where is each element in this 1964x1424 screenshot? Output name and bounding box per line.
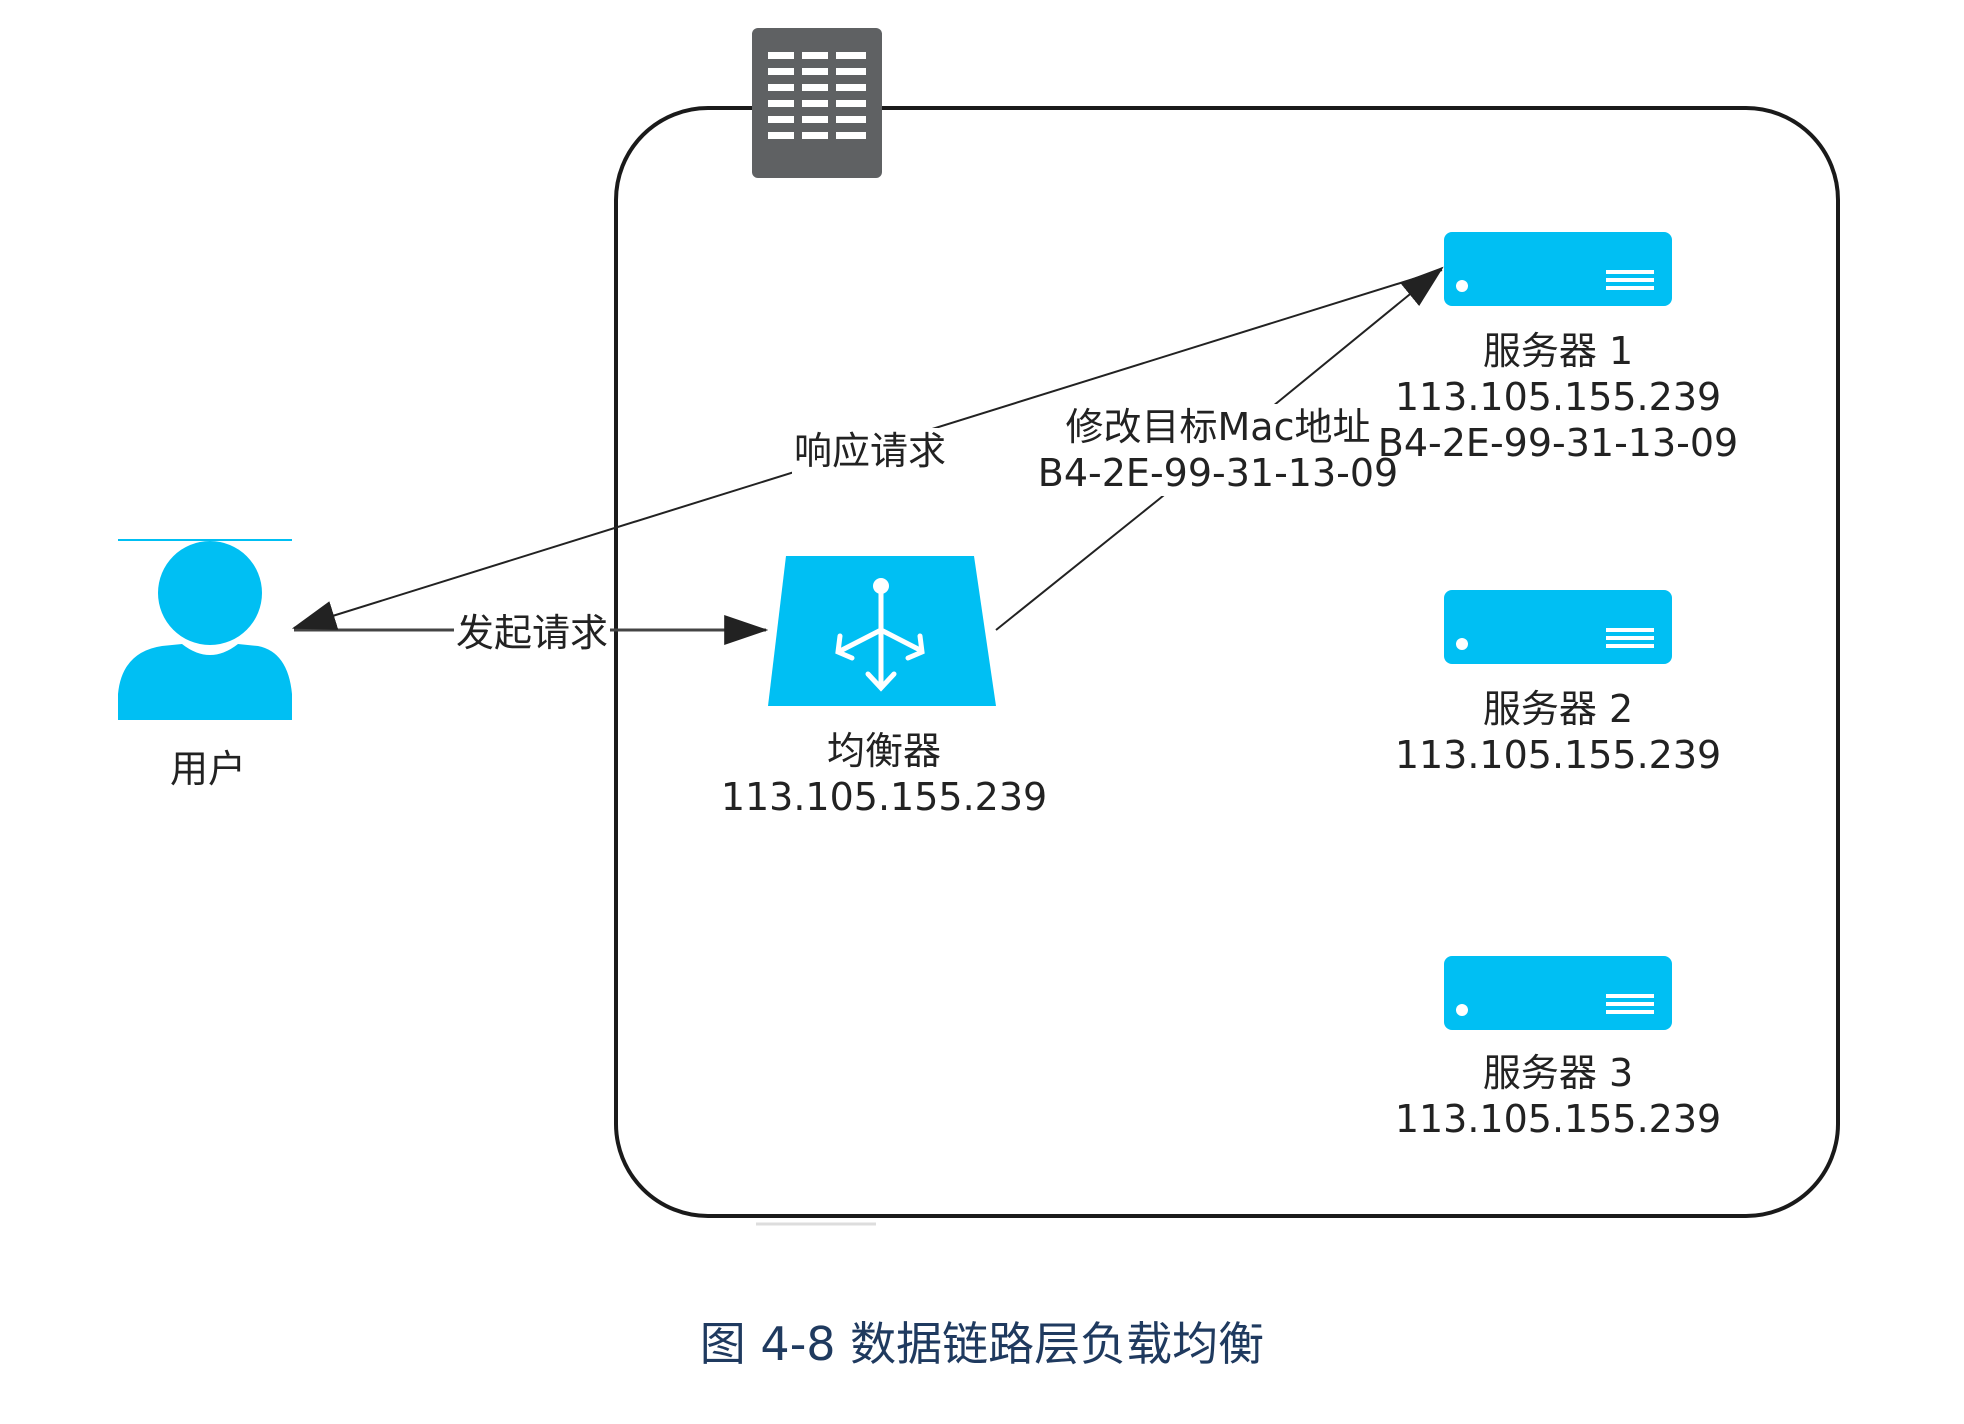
response-edge-label: 响应请求 xyxy=(791,428,949,474)
server-icon xyxy=(1444,590,1672,664)
rewrite-edge-label: 修改目标Mac地址 B4-2E-99-31-13-09 xyxy=(1035,404,1401,496)
server-3-name: 服务器 3 xyxy=(1482,1051,1634,1095)
balancer-label: 均衡器 113.105.155.239 xyxy=(721,728,1047,820)
server-2-label: 服务器 2 113.105.155.239 xyxy=(1395,686,1721,778)
server-icon xyxy=(1444,956,1672,1030)
server-2-name: 服务器 2 xyxy=(1482,687,1634,731)
rewrite-edge xyxy=(995,266,1444,631)
rewrite-edge-label-line2: B4-2E-99-31-13-09 xyxy=(1037,451,1399,495)
building-icon xyxy=(752,28,882,178)
server-1-mac: B4-2E-99-31-13-09 xyxy=(1377,421,1739,465)
server-3-label: 服务器 3 113.105.155.239 xyxy=(1395,1050,1721,1142)
figure-caption: 图 4-8 数据链路层负载均衡 xyxy=(699,1317,1265,1371)
rewrite-edge-label-line1: 修改目标Mac地址 xyxy=(1065,405,1371,449)
datacenter-boundary xyxy=(614,106,1840,1218)
balancer-ip: 113.105.155.239 xyxy=(720,775,1048,819)
server-3-ip: 113.105.155.239 xyxy=(1394,1097,1722,1141)
server-icon xyxy=(1444,232,1672,306)
server-1-ip: 113.105.155.239 xyxy=(1394,375,1722,419)
user-label: 用户 xyxy=(169,747,247,791)
server-1-name: 服务器 1 xyxy=(1482,329,1634,373)
server-2-ip: 113.105.155.239 xyxy=(1394,733,1722,777)
server-1-label: 服务器 1 113.105.155.239 B4-2E-99-31-13-09 xyxy=(1378,328,1738,466)
balancer-name: 均衡器 xyxy=(826,729,942,773)
request-edge-label: 发起请求 xyxy=(453,610,611,656)
user-icon xyxy=(118,539,292,720)
load-balancer-icon xyxy=(768,556,996,706)
